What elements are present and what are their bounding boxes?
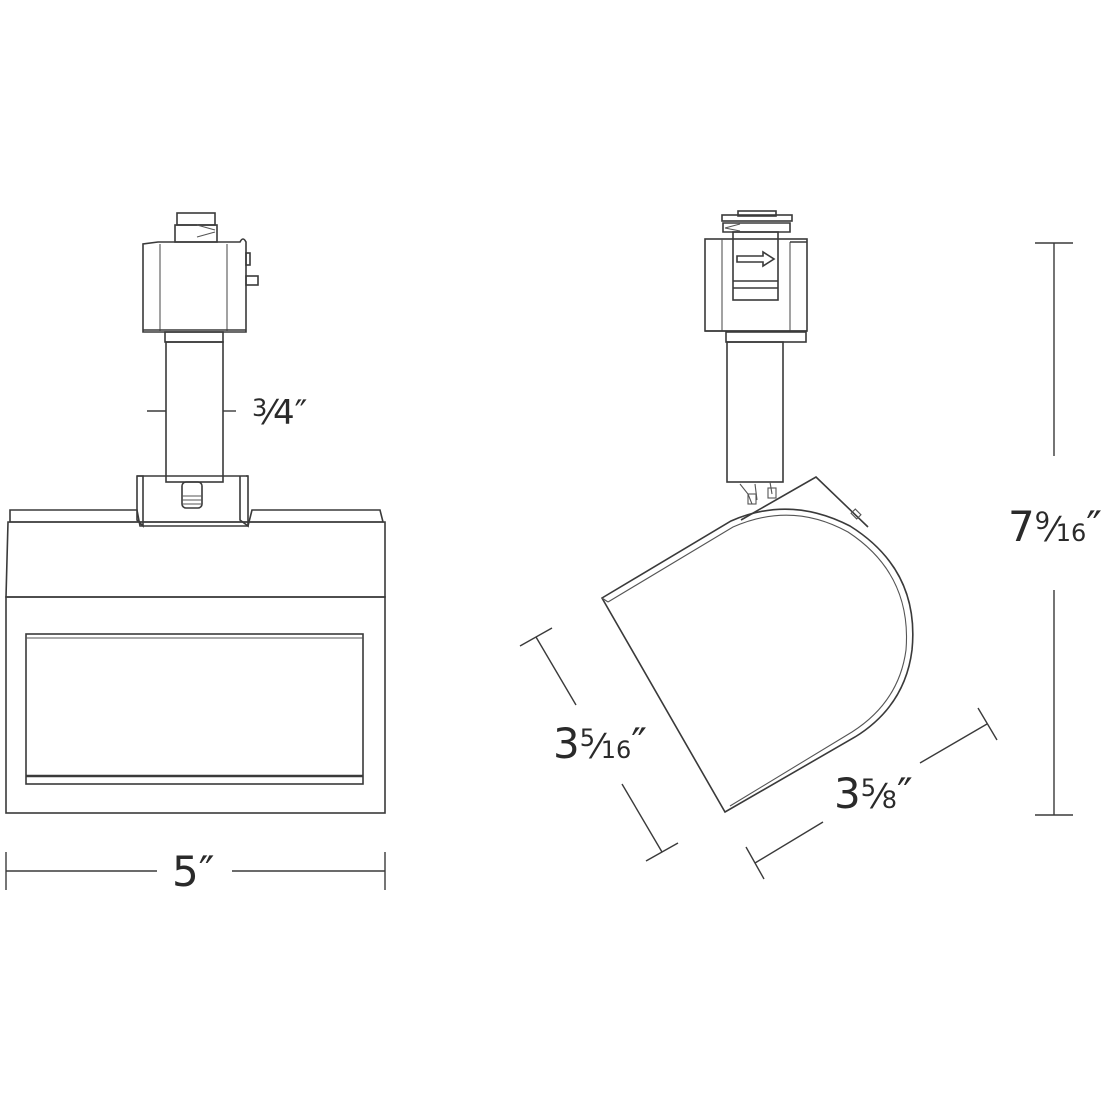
overall-height-label: 79⁄16″ — [1008, 502, 1102, 551]
fixture-head-side — [600, 476, 914, 814]
overall-width-label: 5″ — [172, 847, 214, 896]
stem-width-label: 3⁄4″ — [252, 393, 307, 433]
head-depth-dimension: 35⁄16″ — [519, 627, 679, 862]
head-length-label: 35⁄8″ — [834, 769, 913, 818]
head-depth-label: 35⁄16″ — [553, 719, 647, 768]
head-length-dimension: 35⁄8″ — [745, 707, 998, 880]
fixture-head-front — [5, 475, 386, 814]
stem-side — [725, 331, 807, 505]
track-adapter-top — [142, 212, 259, 333]
front-view: 3⁄4″ 5″ — [5, 212, 386, 896]
overall-height-dimension: 79⁄16″ — [1008, 242, 1102, 816]
side-view: 35⁄16″ 35⁄8″ — [519, 210, 998, 880]
overall-width-dimension: 5″ — [5, 847, 386, 896]
stem — [164, 331, 224, 509]
track-adapter-side — [704, 210, 808, 332]
